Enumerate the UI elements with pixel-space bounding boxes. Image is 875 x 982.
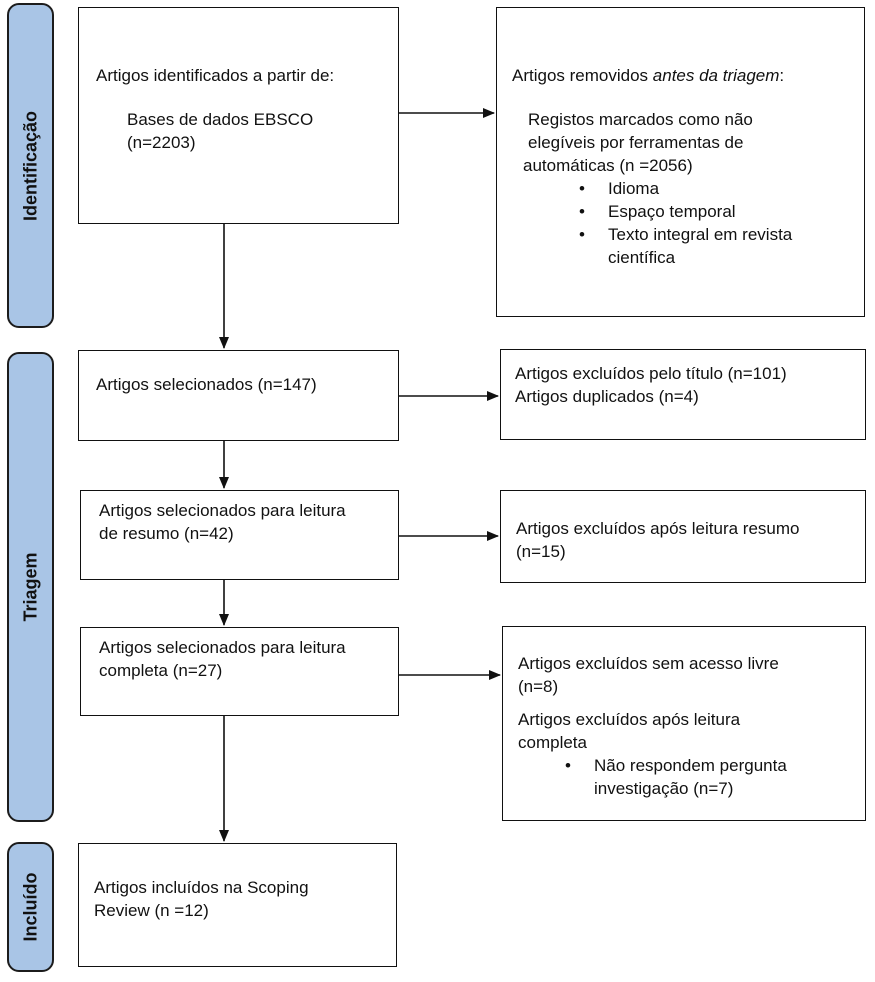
- excluded-abstract-line-2: (n=15): [516, 542, 566, 561]
- full-reading-line-1: Artigos selecionados para leitura: [99, 638, 346, 657]
- excluded-full-box: Artigos excluídos sem acesso livre (n=8)…: [502, 626, 866, 821]
- list-item: Não respondem pergunta investigação (n=7…: [552, 754, 822, 800]
- excluded-full-list: Não respondem pergunta investigação (n=7…: [552, 754, 822, 800]
- excluded-full-line-3: Artigos excluídos após leitura: [518, 710, 741, 729]
- excluded-full-line-2: (n=8): [518, 677, 559, 696]
- removed-line-2: elegíveis por ferramentas de: [528, 133, 744, 152]
- excluded-full-line-4: completa: [518, 733, 587, 752]
- included-line-1: Artigos incluídos na Scoping: [94, 878, 309, 897]
- removed-title-prefix: Artigos removidos: [512, 66, 653, 85]
- phase-identificacao: Identificação: [7, 3, 54, 328]
- identified-title: Artigos identificados a partir de:: [96, 66, 335, 85]
- excluded-abstract-box: Artigos excluídos após leitura resumo (n…: [500, 490, 866, 583]
- included-box: Artigos incluídos na Scoping Review (n =…: [78, 843, 397, 967]
- excluded-title-line-1: Artigos excluídos pelo título (n=101): [515, 364, 787, 383]
- excluded-title-box: Artigos excluídos pelo título (n=101) Ar…: [500, 349, 866, 440]
- removed-line-1: Registos marcados como não: [528, 110, 753, 129]
- full-reading-box: Artigos selecionados para leitura comple…: [80, 627, 399, 716]
- selected-text: Artigos selecionados (n=147): [96, 375, 317, 394]
- excluded-abstract-line-1: Artigos excluídos após leitura resumo: [516, 519, 800, 538]
- selected-box: Artigos selecionados (n=147): [78, 350, 399, 441]
- identified-count: (n=2203): [127, 133, 196, 152]
- excluded-full-line-1: Artigos excluídos sem acesso livre: [518, 654, 779, 673]
- full-reading-line-2: completa (n=27): [99, 661, 223, 680]
- phase-incluido: Incluído: [7, 842, 54, 972]
- included-line-2: Review (n =12): [94, 901, 209, 920]
- removed-title: Artigos removidos antes da triagem:: [512, 64, 854, 87]
- removed-line-3: automáticas (n =2056): [523, 156, 693, 175]
- phase-triagem: Triagem: [7, 352, 54, 822]
- removed-box: Artigos removidos antes da triagem: Regi…: [496, 7, 865, 317]
- abstract-line-1: Artigos selecionados para leitura: [99, 501, 346, 520]
- abstract-box: Artigos selecionados para leitura de res…: [80, 490, 399, 580]
- removed-title-emphasis: antes da triagem: [652, 66, 780, 85]
- list-item: Espaço temporal: [566, 200, 816, 223]
- identified-box: Artigos identificados a partir de: Bases…: [78, 7, 399, 224]
- identified-source: Bases de dados EBSCO: [127, 110, 314, 129]
- removed-criteria-list: Idioma Espaço temporal Texto integral em…: [566, 177, 816, 269]
- removed-title-suffix: :: [779, 66, 785, 85]
- excluded-title-line-2: Artigos duplicados (n=4): [515, 387, 699, 406]
- list-item: Texto integral em revista científica: [566, 223, 816, 269]
- list-item: Idioma: [566, 177, 816, 200]
- abstract-line-2: de resumo (n=42): [99, 524, 234, 543]
